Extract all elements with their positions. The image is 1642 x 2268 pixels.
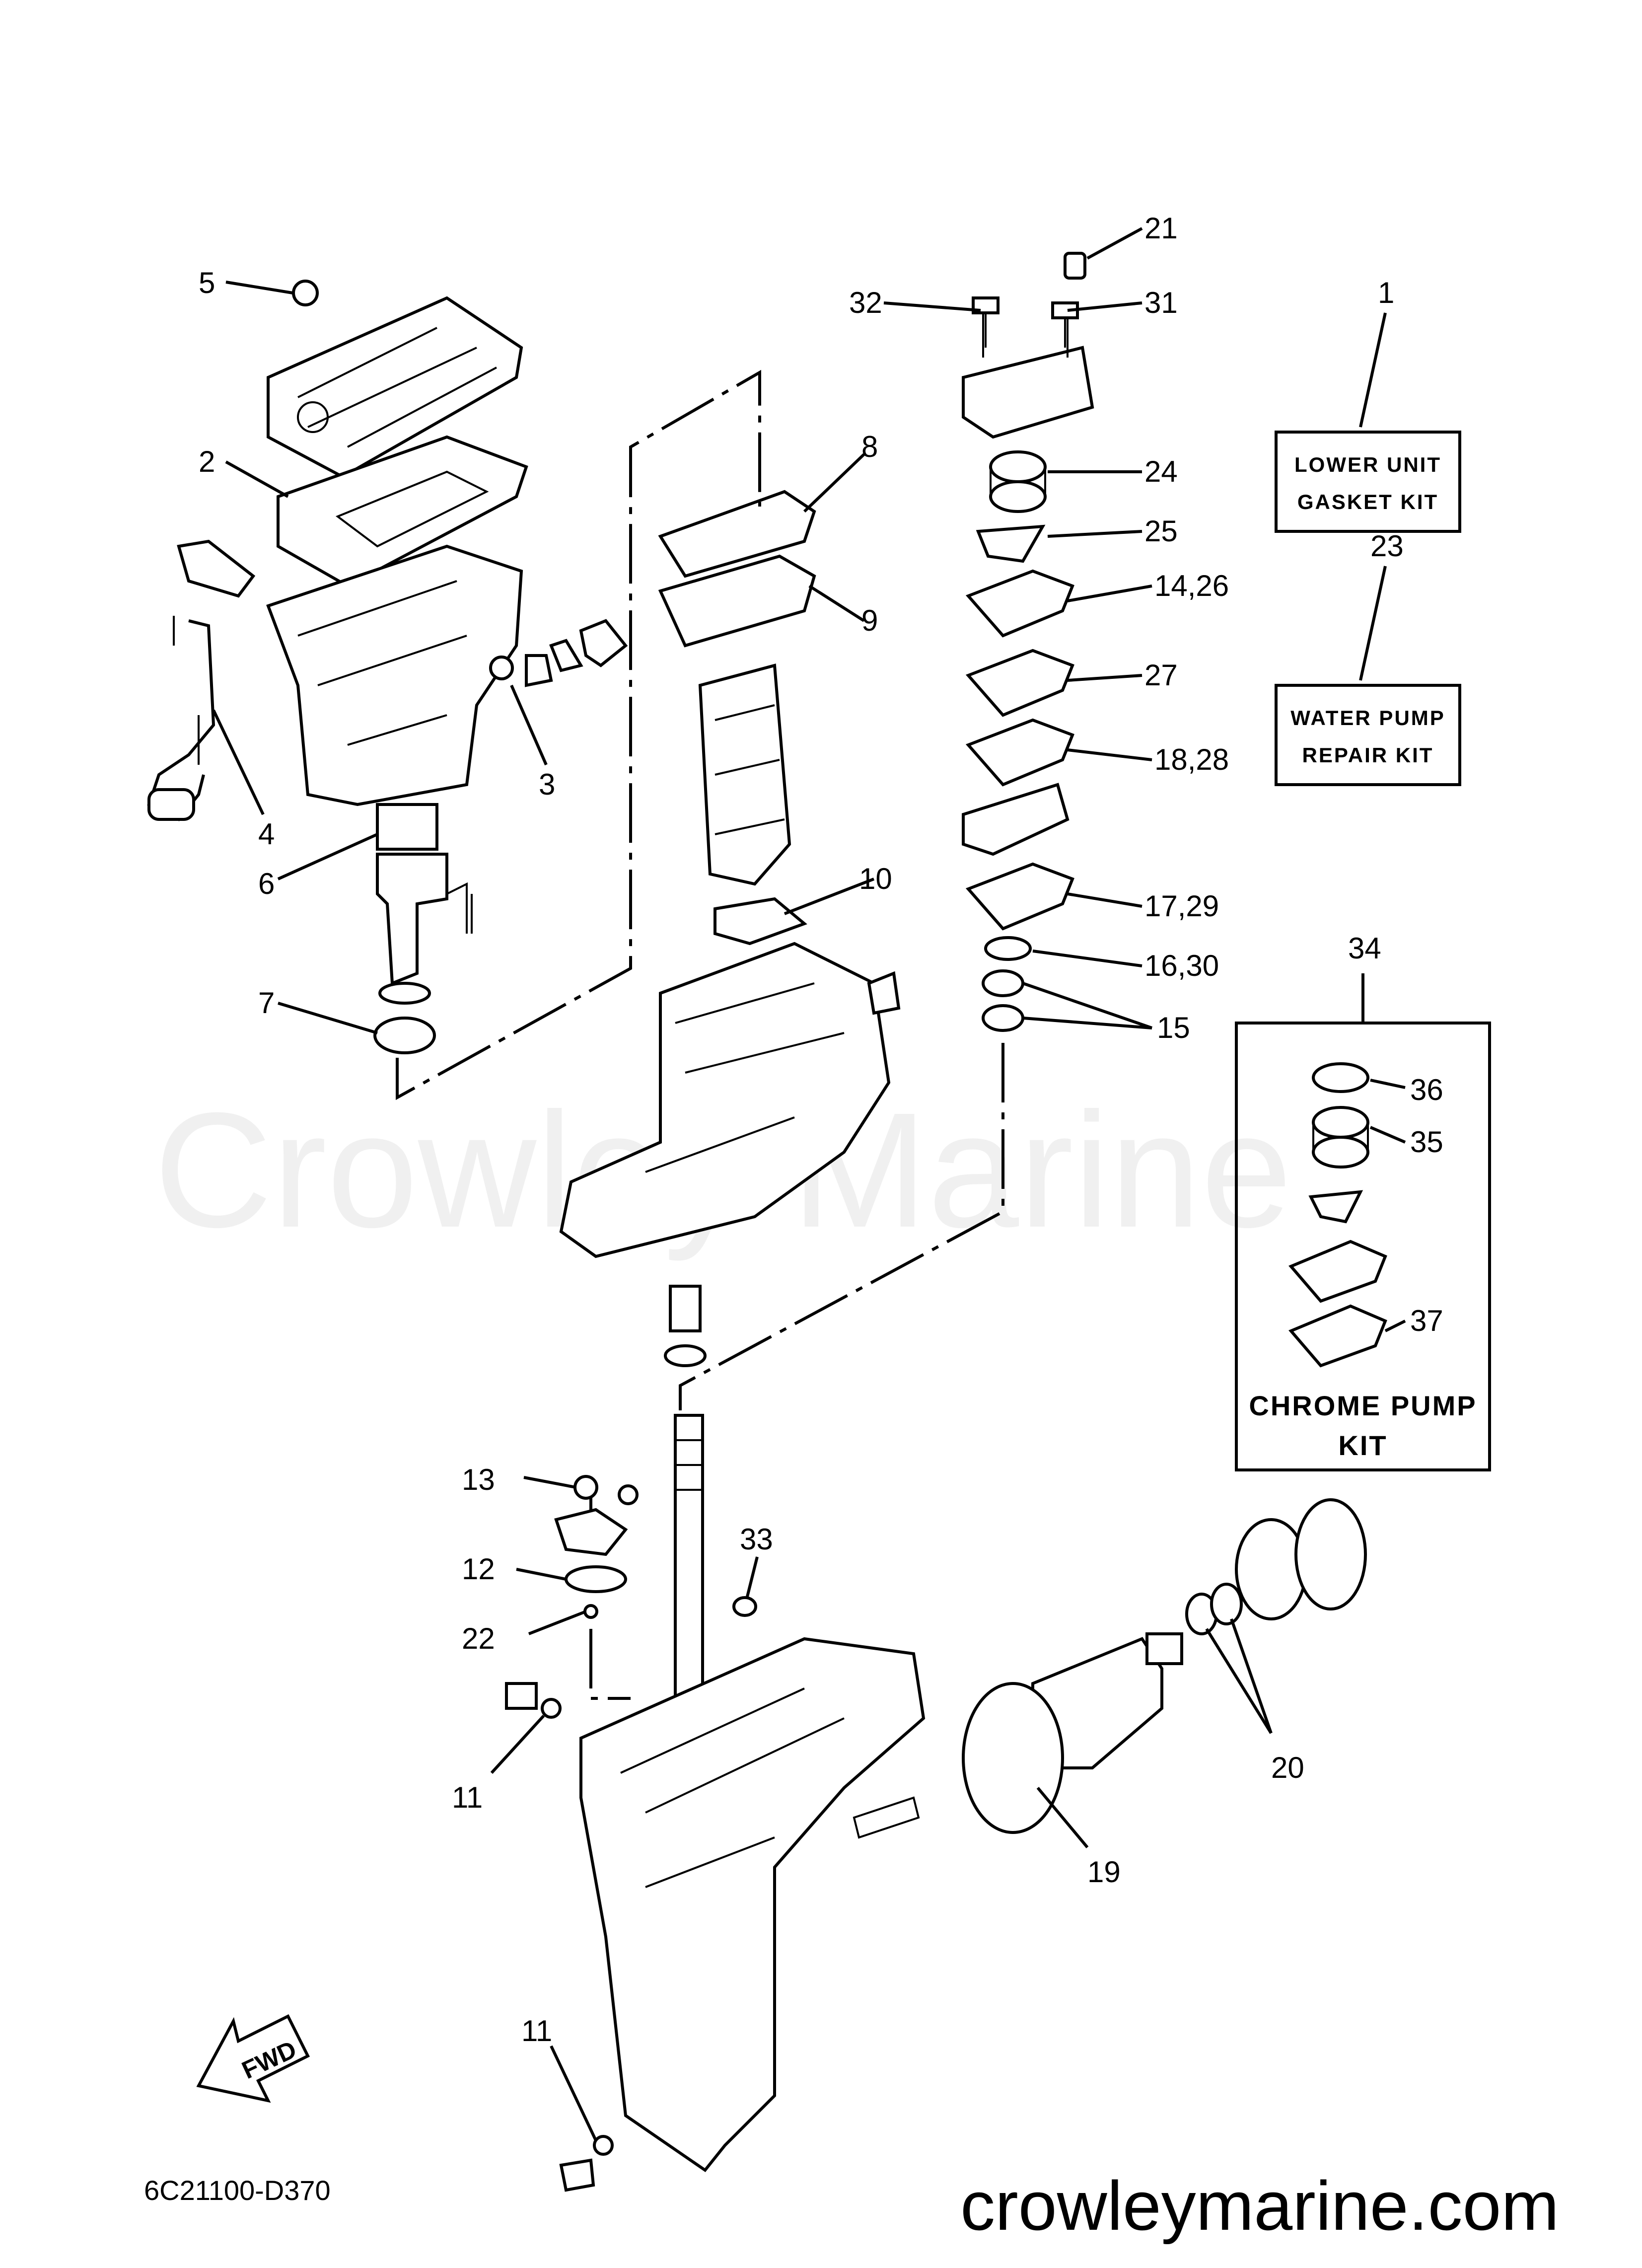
callout-16-30: 16,30: [1144, 949, 1219, 982]
o-ring-12: [565, 1565, 627, 1593]
gasket-17-29: [965, 862, 1074, 931]
callout-11-lower: 11: [521, 2014, 552, 2048]
callout-23: 23: [1370, 529, 1404, 563]
callout-11-upper: 11: [452, 1781, 483, 1814]
callout-5: 5: [199, 266, 215, 299]
callout-24: 24: [1144, 455, 1178, 488]
water-pump-kit-line2: REPAIR KIT: [1302, 743, 1434, 767]
grommet-21: [1064, 252, 1086, 280]
water-pump-kit-line1: WATER PUMP: [1290, 706, 1445, 730]
water-pump-repair-kit-box: [1275, 684, 1461, 786]
callout-21: 21: [1144, 212, 1178, 245]
callout-1: 1: [1378, 276, 1394, 309]
callout-17-29: 17,29: [1144, 889, 1219, 923]
callout-13: 13: [462, 1463, 495, 1496]
upper-casing-group: [147, 280, 628, 1054]
center-assembly-group: [559, 490, 901, 1367]
midsection-casing: [559, 942, 891, 1258]
callout-32: 32: [849, 286, 882, 319]
exhaust-housing: [698, 663, 791, 886]
gasket-14-26: [965, 569, 1074, 638]
callout-37: 37: [1410, 1304, 1443, 1337]
water-pump-group: [962, 252, 1094, 1032]
o-ring-19: [962, 1682, 1064, 1834]
callout-3: 3: [539, 768, 555, 801]
chrome-pump-kit-line2: KIT: [1338, 1430, 1387, 1461]
callout-34: 34: [1348, 932, 1381, 965]
callout-18-28: 18,28: [1154, 743, 1229, 776]
gear-case: [579, 1637, 926, 2173]
callout-22: 22: [462, 1622, 495, 1655]
pump-housing: [962, 346, 1094, 439]
lower-unit-gasket-kit-box: [1275, 431, 1461, 533]
chrome-pump-kit-line1: CHROME PUMP: [1249, 1390, 1477, 1421]
callout-33: 33: [740, 1523, 773, 1556]
callout-19: 19: [1087, 1855, 1121, 1889]
callout-15: 15: [1157, 1011, 1190, 1044]
washer-5: [292, 280, 319, 306]
callout-27: 27: [1144, 658, 1178, 692]
callout-10: 10: [859, 862, 892, 895]
callout-36: 36: [1410, 1073, 1443, 1106]
gasket-18-28: [965, 718, 1074, 787]
plate-27: [965, 649, 1074, 717]
drive-shaft: [674, 1414, 704, 1705]
leader-lines: [212, 227, 1406, 2141]
callout-8: 8: [861, 430, 878, 463]
callout-31: 31: [1144, 286, 1178, 319]
gasket-9: [658, 554, 816, 648]
oil-seal-7: [373, 1017, 436, 1054]
callout-2: 2: [199, 445, 215, 478]
callout-25: 25: [1144, 514, 1178, 548]
callout-20: 20: [1271, 1751, 1304, 1784]
callout-14-26: 14,26: [1154, 569, 1229, 602]
upper-casing: [266, 544, 523, 806]
chrome-pump-kit-parts: [1288, 1062, 1387, 1368]
diagram-code: 6C21100-D370: [144, 2175, 331, 2206]
exhaust-guide-plate: [267, 296, 523, 479]
callout-9: 9: [861, 604, 878, 637]
fwd-arrow-icon: FWD: [196, 2014, 310, 2103]
impeller-25: [976, 524, 1046, 563]
upper-gasket: [277, 435, 528, 588]
gasket-8: [658, 490, 816, 578]
o-ring-16-30: [984, 936, 1032, 961]
site-url[interactable]: crowleymarine.com: [960, 2167, 1559, 2245]
callout-6: 6: [258, 867, 275, 900]
lower-unit-group: [505, 1414, 1367, 2192]
callout-labels: 5 2 3 4 6 7 8 9 10 32 31 21 24 25 14,26 …: [199, 212, 1443, 2048]
lower-unit-kit-line1: LOWER UNIT: [1294, 453, 1441, 476]
callout-35: 35: [1410, 1125, 1443, 1159]
insert-cartridge-24: [989, 450, 1047, 483]
callout-7: 7: [258, 986, 275, 1020]
seal-10: [714, 897, 807, 946]
lower-unit-kit-line2: GASKET KIT: [1297, 490, 1438, 513]
callout-4: 4: [258, 817, 275, 851]
callout-12: 12: [462, 1552, 495, 1586]
